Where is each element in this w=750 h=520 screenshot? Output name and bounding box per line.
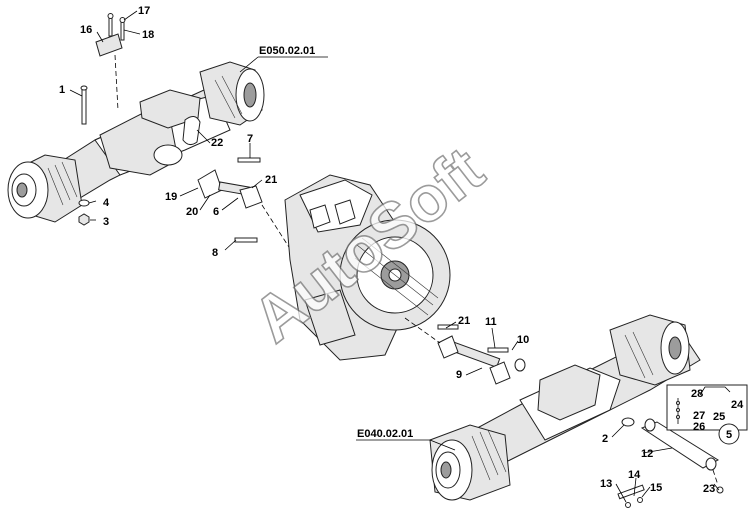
callout-2: 2 bbox=[602, 433, 608, 445]
rear-drive-shaft bbox=[404, 317, 526, 385]
callout-3: 3 bbox=[103, 216, 109, 228]
callout-21-front: 21 bbox=[265, 174, 277, 186]
callout-28: 28 bbox=[691, 388, 703, 400]
callout-7: 7 bbox=[247, 133, 253, 145]
callout-21-rear: 21 bbox=[458, 315, 470, 327]
callout-6: 6 bbox=[213, 206, 219, 218]
callout-17: 17 bbox=[138, 5, 150, 17]
callout-5: 5 bbox=[726, 429, 732, 441]
callout-16: 16 bbox=[80, 24, 92, 36]
front-axle-assembly bbox=[7, 61, 265, 223]
callout-27: 27 bbox=[693, 410, 705, 422]
reference-rear-axle-label: E040.02.01 bbox=[357, 428, 413, 440]
callout-8: 8 bbox=[212, 247, 218, 259]
callout-26: 26 bbox=[693, 421, 705, 433]
clamp-parts-13-15 bbox=[617, 484, 645, 508]
callout-12: 12 bbox=[641, 448, 653, 460]
bolt-part-1 bbox=[80, 85, 88, 125]
leader-lines bbox=[69, 10, 720, 503]
tube-part-12 bbox=[621, 417, 724, 494]
callout-14: 14 bbox=[628, 469, 641, 481]
callout-24: 24 bbox=[731, 399, 744, 411]
callout-22: 22 bbox=[211, 137, 223, 149]
transmission-assembly bbox=[284, 174, 451, 361]
detail-box-part-5 bbox=[666, 384, 748, 445]
callout-9: 9 bbox=[456, 369, 462, 381]
callout-1: 1 bbox=[59, 84, 65, 96]
reference-front-axle-label: E050.02.01 bbox=[259, 45, 315, 57]
callout-23: 23 bbox=[703, 483, 715, 495]
callout-18: 18 bbox=[142, 29, 154, 41]
reference-rear-axle: E040.02.01 bbox=[356, 428, 456, 451]
washer-nut-parts bbox=[78, 199, 90, 226]
callout-11: 11 bbox=[485, 316, 497, 328]
callout-19: 19 bbox=[165, 191, 177, 203]
callout-4: 4 bbox=[103, 197, 110, 209]
reference-front-axle: E050.02.01 bbox=[239, 45, 328, 73]
callout-20: 20 bbox=[186, 206, 198, 218]
callout-numbers: 1 2 3 4 5 6 7 8 9 10 11 12 13 14 15 16 1… bbox=[59, 5, 744, 495]
callout-15: 15 bbox=[650, 482, 662, 494]
mounting-bracket-group bbox=[95, 13, 126, 111]
rear-axle-assembly bbox=[429, 314, 701, 501]
front-drive-shaft bbox=[197, 157, 311, 281]
callout-13: 13 bbox=[600, 478, 612, 490]
callout-25: 25 bbox=[713, 411, 725, 423]
callout-10: 10 bbox=[517, 334, 529, 346]
